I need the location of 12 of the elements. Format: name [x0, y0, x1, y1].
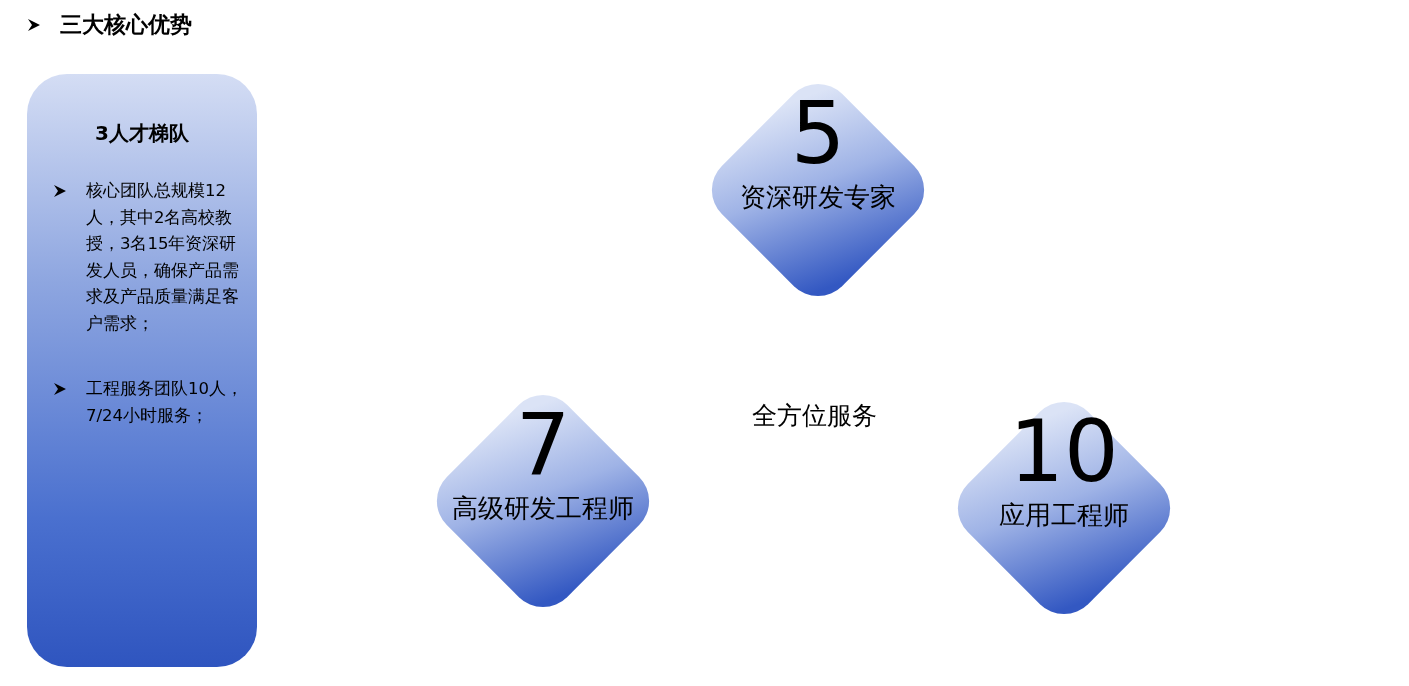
role-label: 高级研发工程师 — [451, 492, 635, 524]
count-number: 5 — [789, 83, 847, 183]
panel-heading: 3人才梯队 — [94, 120, 190, 147]
center-label: 全方位服务 — [750, 400, 878, 432]
role-label: 资深研发专家 — [739, 181, 897, 213]
title: 三大核心优势 — [60, 11, 192, 39]
count-number: 7 — [514, 394, 572, 494]
bullet-text: 工程服务团队10人，7/24小时服务； — [86, 378, 244, 427]
bullet-text: 核心团队总规模12人，其中2名高校教授，3名15年资深研发人员，确保产品需求及产品质量满足客户需求； — [86, 180, 240, 335]
team-panel — [27, 74, 257, 667]
count-number: 10 — [1008, 401, 1120, 501]
role-label: 应用工程师 — [998, 499, 1130, 531]
